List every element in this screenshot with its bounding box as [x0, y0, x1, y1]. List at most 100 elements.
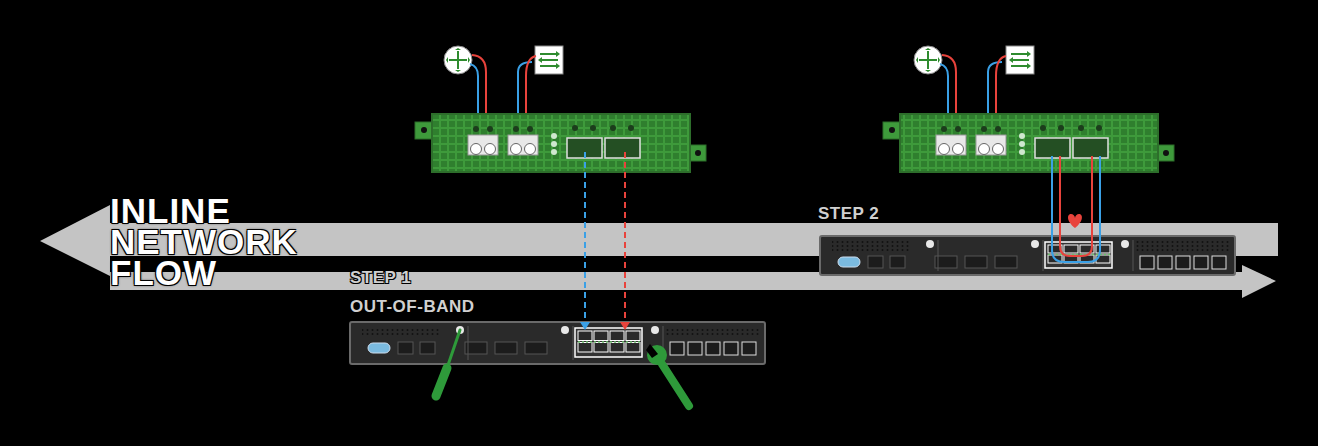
sfp-port [525, 342, 547, 354]
status-led [473, 126, 479, 132]
bypass-module [415, 114, 706, 172]
router-icon-body [914, 46, 942, 74]
switch-icon-arrow [540, 53, 558, 55]
status-led [1078, 125, 1084, 131]
heartbeat-icon [1068, 214, 1082, 228]
thumb-screw [1121, 240, 1129, 248]
switch-icon-arrow [1011, 65, 1029, 67]
router-icon-arrowhead [468, 57, 470, 63]
vent-grille [832, 241, 910, 251]
link-led-row [578, 341, 640, 343]
indicator-led [551, 141, 557, 147]
slot-divider [1133, 240, 1134, 271]
rj45-port [1176, 256, 1190, 269]
link-arrowhead [620, 322, 630, 330]
network-port [578, 343, 592, 353]
out-of-band-link [624, 152, 626, 324]
step-label: STEP 1 [350, 268, 411, 288]
status-led [1058, 125, 1064, 131]
rj45-port [688, 342, 702, 355]
status-led [487, 126, 493, 132]
network-port [626, 331, 640, 341]
indicator-led [1019, 149, 1025, 155]
rj45-port [1212, 256, 1226, 269]
lc-port [508, 135, 538, 155]
flow-title: INLINE NETWORK FLOW [110, 195, 340, 288]
status-led [590, 125, 596, 131]
router-icon-arrowhead [925, 48, 931, 50]
out-of-band-link [584, 152, 586, 324]
network-port [626, 343, 640, 353]
sfp-port [995, 256, 1017, 268]
lc-connector [979, 144, 990, 155]
thumb-screw [561, 326, 569, 334]
link-arrowhead [580, 322, 590, 330]
status-led [981, 126, 987, 132]
slot-divider [1043, 240, 1044, 271]
lc-port [976, 135, 1006, 155]
lc-connector [953, 144, 964, 155]
lc-connector [525, 144, 536, 155]
rj45-port [1194, 256, 1208, 269]
router-icon-arrowhead [446, 57, 448, 63]
wrench-head [647, 345, 667, 365]
sfp-cage [1035, 138, 1070, 158]
status-led [572, 125, 578, 131]
indicator-led [1019, 141, 1025, 147]
network-port [1096, 245, 1110, 253]
wrench-handle [662, 364, 689, 406]
network-port [578, 331, 592, 341]
inline-loop [1060, 156, 1092, 256]
switch-icon-arrow [540, 59, 558, 61]
network-port [594, 331, 608, 341]
step-subtitle: OUT-OF-BAND [350, 297, 474, 317]
bypass-module [883, 114, 1174, 172]
vent-grille [362, 327, 440, 337]
small-port [420, 342, 435, 354]
slot-divider [573, 326, 574, 360]
small-port [890, 256, 905, 268]
status-led [527, 126, 533, 132]
status-led [513, 126, 519, 132]
switch-icon-arrowhead [556, 63, 560, 69]
lc-connector [471, 144, 482, 155]
switch-icon-arrow [1011, 53, 1029, 55]
network-switch [350, 322, 765, 364]
lc-connector [511, 144, 522, 155]
rj45-port [1158, 256, 1172, 269]
status-led [955, 126, 961, 132]
slot-divider [938, 240, 939, 271]
switch-icon-arrowhead [1027, 51, 1031, 57]
network-port [1064, 245, 1078, 253]
rj45-port [670, 342, 684, 355]
lc-connector [939, 144, 950, 155]
lc-port [468, 135, 498, 155]
rj45-port [1140, 256, 1154, 269]
sfp-port [965, 256, 987, 268]
small-port [398, 342, 413, 354]
rj45-port [706, 342, 720, 355]
status-indicator [838, 257, 860, 267]
step-label: STEP 2 [818, 204, 879, 224]
module-board [432, 114, 690, 172]
switch-icon-arrowhead [1009, 57, 1013, 63]
status-led [1040, 125, 1046, 131]
switch-icon-arrow [1011, 59, 1029, 61]
router-icon-arrowhead [938, 57, 940, 63]
network-switch [820, 236, 1235, 275]
network-port [610, 331, 624, 341]
router-icon-arrowhead [455, 70, 461, 72]
status-led [995, 126, 1001, 132]
sfp-port [495, 342, 517, 354]
switch-icon [535, 46, 563, 74]
switch-icon [1006, 46, 1034, 74]
router-icon-arrowhead [925, 70, 931, 72]
vent-grille [1135, 241, 1230, 251]
switch-icon-arrow [540, 65, 558, 67]
mounting-hole [889, 127, 895, 133]
network-port [594, 343, 608, 353]
vent-grille [665, 327, 760, 337]
screwdriver-handle [436, 368, 447, 396]
switch-icon-arrowhead [556, 51, 560, 57]
switch-icon-arrowhead [1027, 63, 1031, 69]
